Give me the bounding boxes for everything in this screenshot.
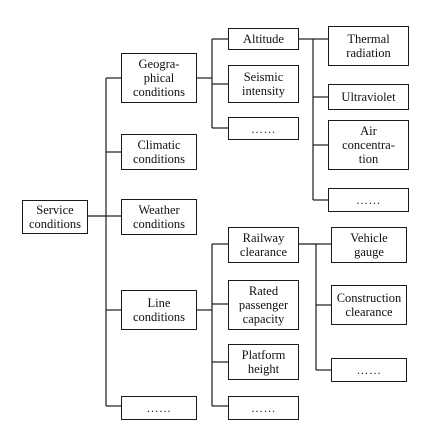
node-rated-passenger-capacity: Rated passenger capacity [228,280,299,330]
node-railway-clearance: Railway clearance [228,227,299,263]
node-line-conditions: Line conditions [121,290,197,330]
node-vehicle-gauge: Vehicle gauge [331,227,407,263]
node-construction-clearance: Construction clearance [331,285,407,325]
node-line-more: …… [228,396,299,420]
node-altitude: Altitude [228,28,299,50]
node-level1-more: …… [121,396,197,420]
node-seismic-intensity: Seismic intensity [228,65,299,103]
node-platform-height: Platform height [228,344,299,380]
node-geographical-more: …… [228,117,299,140]
node-railway-more: …… [331,358,407,382]
node-ultraviolet: Ultraviolet [328,84,409,110]
node-weather-conditions: Weather conditions [121,199,197,235]
node-air-concentration: Air concentra- tion [328,120,409,170]
node-thermal-radiation: Thermal radiation [328,26,409,66]
node-climatic-more: …… [328,188,409,212]
node-geographical-conditions: Geogra- phical conditions [121,53,197,103]
node-service-conditions: Service conditions [22,200,88,234]
node-climatic-conditions: Climatic conditions [121,134,197,170]
